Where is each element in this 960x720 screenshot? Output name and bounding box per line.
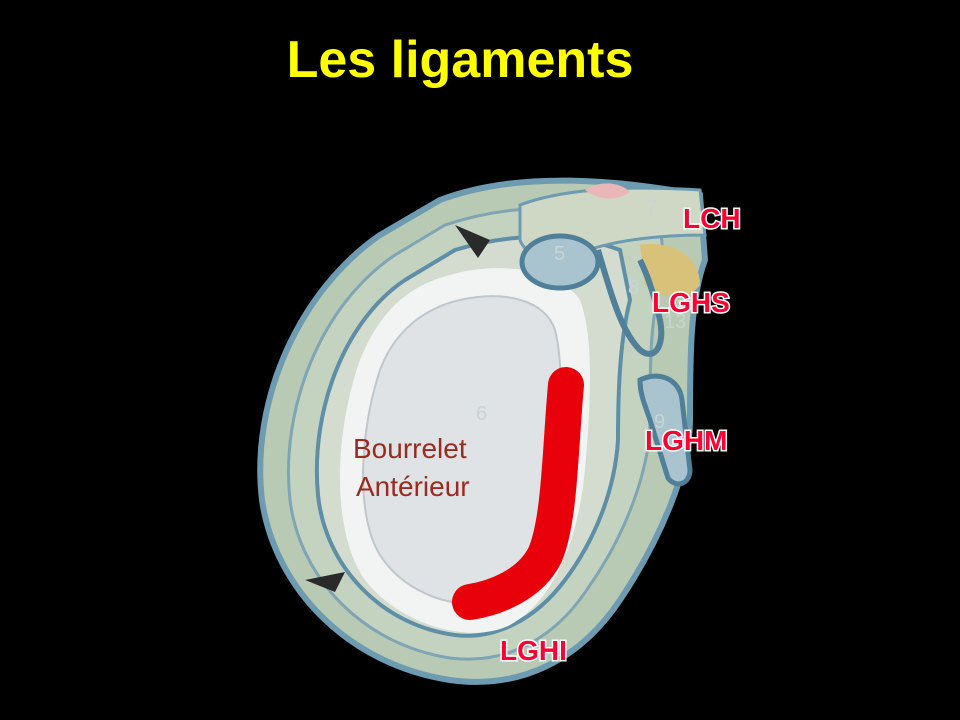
number-9: 9: [654, 411, 665, 433]
arrow-upper: [455, 225, 490, 258]
number-8: 8: [628, 277, 639, 299]
number-5: 5: [554, 243, 565, 265]
number-13: 13: [664, 311, 686, 333]
number-7: 7: [646, 197, 657, 219]
tendon-pink: [585, 183, 630, 199]
label-lghs: LGHS: [652, 287, 730, 318]
structure-label-line1: Bourrelet: [353, 433, 467, 464]
label-lch: LCH: [683, 203, 741, 234]
labrum-highlight: [452, 367, 584, 620]
ligament-tube-middle: [637, 373, 693, 487]
fat-pad: [640, 244, 700, 297]
arrow-lower: [305, 572, 345, 592]
slide-title: Les ligaments: [286, 31, 634, 89]
structure-label-line2: Antérieur: [356, 471, 470, 502]
structure-5: [519, 233, 601, 291]
number-6: 6: [476, 403, 487, 425]
ligament-tube-upper: [595, 249, 665, 357]
label-lghm: LGHM: [645, 425, 727, 456]
label-lghi: LGHI: [500, 635, 567, 666]
